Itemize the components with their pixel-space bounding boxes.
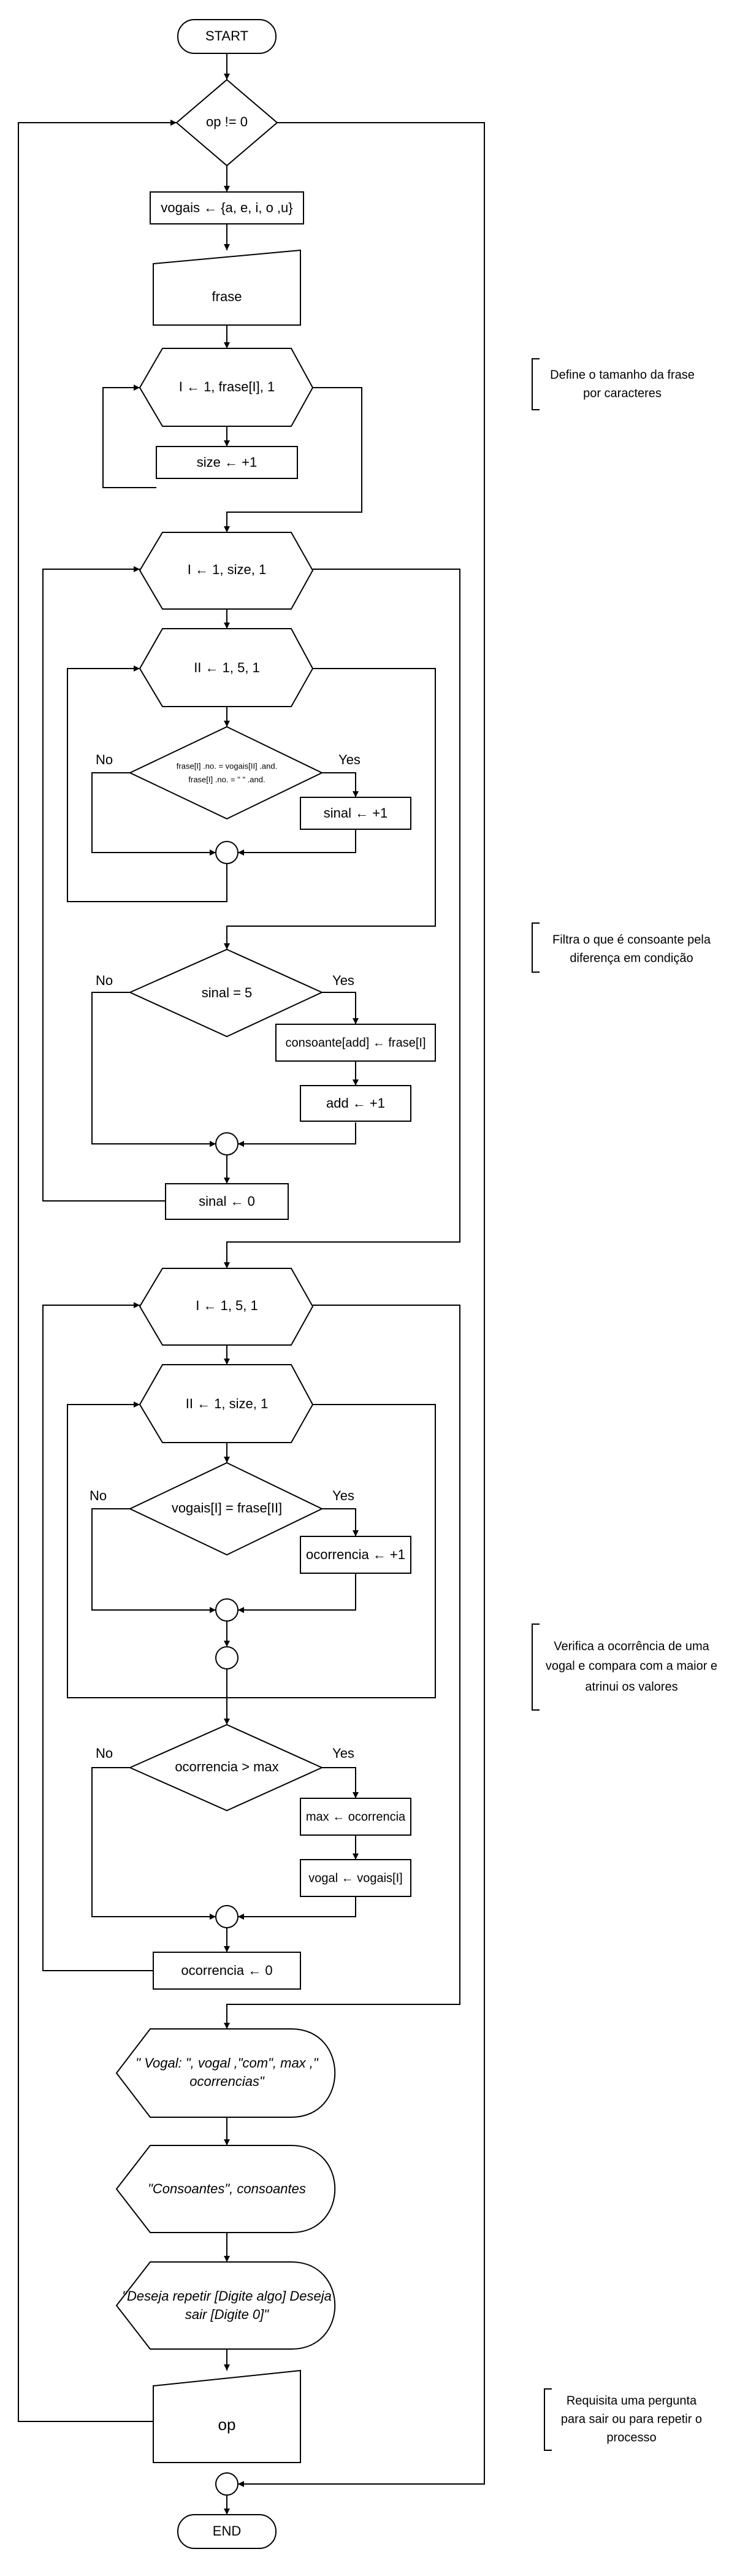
comment-2-line2: diferença em condição [570,951,693,965]
size-label: size ← +1 [197,454,257,470]
out2-label: "Consoantes", consoantes [148,2181,306,2196]
out3-line1: "Deseja repetir [Digite algo] Deseja [122,2288,332,2304]
comment-3-line2: vogal e compara com a maior e [546,1659,717,1673]
add-inc-label: add ← +1 [326,1095,385,1111]
display-consoantes [115,2145,336,2233]
decision-op-loop [175,79,278,167]
connector-3 [215,1598,239,1622]
process-vogais [150,191,304,224]
connector-4 [215,1646,239,1669]
input-frase [153,249,301,326]
op-input-label: op [218,2415,236,2434]
process-ocorrencia-inc [300,1536,411,1574]
decision-vogal [128,1462,324,1556]
loop-ii-5-label: II ← 1, 5, 1 [194,660,260,675]
process-vogal [300,1859,411,1897]
connector-1 [215,841,239,864]
ocorrencia-reset-label: ocorrencia ← 0 [181,1963,272,1978]
consoante-label: consoante[add] ← frase[I] [285,1036,426,1049]
loop-size [139,348,314,427]
decision-sinal [128,948,324,1038]
no-label-2: No [96,973,113,988]
loop-ii-size-label: II ← 1, size, 1 [186,1396,269,1411]
end-terminal [177,2514,277,2549]
loop-size-label: I ← 1, frase[I], 1 [179,379,275,394]
cond-max-label: ocorrencia > max [175,1759,278,1774]
no-label-1: No [96,752,113,767]
no-label-4: No [96,1746,113,1761]
process-consoante [275,1024,436,1062]
comment-4-line3: processo [606,2431,656,2444]
frase-label: frase [212,289,242,304]
yes-label-3: Yes [332,1488,354,1503]
cond-vogal-label: vogais[I] = frase[II] [172,1500,282,1516]
process-add-inc [300,1085,411,1122]
start-label: START [205,28,248,44]
process-sinal-inc [300,797,411,830]
display-question [115,2261,336,2350]
op-loop-label: op != 0 [206,114,248,129]
vogal-label: vogal ← vogais[I] [308,1871,402,1885]
comment-3-line3: atrinui os valores [585,1680,677,1693]
comment-2-line1: Filtra o que é consoante pela [552,933,711,946]
connector-lines [18,52,485,2515]
vogais-label: vogais ← {a, e, i, o ,u} [161,200,292,215]
out1-line1: " Vogal: ", vogal ,"com", max ," [135,2055,319,2071]
cond1-line2: frase[I] .no. = " " .and. [188,775,265,784]
start-terminal [177,19,277,54]
sinal-inc-label: sinal ← +1 [324,805,388,821]
yes-label-1: Yes [338,752,361,767]
no-label-3: No [90,1488,107,1503]
display-vogal [115,2028,336,2118]
decision-max [128,1723,324,1812]
loop-i-5-label: I ← 1, 5, 1 [196,1298,258,1313]
connector-2 [215,1132,239,1156]
yes-label-2: Yes [332,973,354,988]
connector-5 [215,1905,239,1928]
max-label: max ← ocorrencia [306,1810,406,1823]
ocorrencia-inc-label: ocorrencia ← +1 [306,1547,405,1562]
out1-line2: ocorrencias" [189,2074,265,2089]
comment-3-line1: Verifica a ocorrência de uma [554,1639,709,1653]
loop-i-5 [139,1268,314,1346]
comment-1-line1: Define o tamanho da frase [550,368,695,381]
end-label: END [213,2523,241,2539]
process-sinal-reset [165,1183,289,1220]
comment-brackets [532,358,552,2451]
comment-1-line2: por caracteres [583,386,662,400]
loop-i-size [139,532,314,610]
sinal-reset-label: sinal ← 0 [199,1194,255,1209]
comment-4-line1: Requisita uma pergunta [567,2394,697,2407]
loop-ii-5 [139,628,314,707]
comment-4-line2: para sair ou para repetir o [561,2412,702,2426]
out3-line2: sair [Digite 0]" [185,2307,269,2322]
connector-end [215,2472,239,2496]
loop-ii-size [139,1364,314,1443]
loop-i-size-label: I ← 1, size, 1 [188,562,266,577]
process-size [156,446,298,479]
process-max [300,1798,411,1836]
process-ocorrencia-reset [153,1952,301,1990]
decision-not-vowel [128,726,324,820]
yes-label-4: Yes [332,1746,354,1761]
cond1-line1: frase[I] .no. = vogais[II] .and. [177,761,277,770]
input-op [153,2369,301,2463]
cond-sinal-label: sinal = 5 [202,985,253,1000]
